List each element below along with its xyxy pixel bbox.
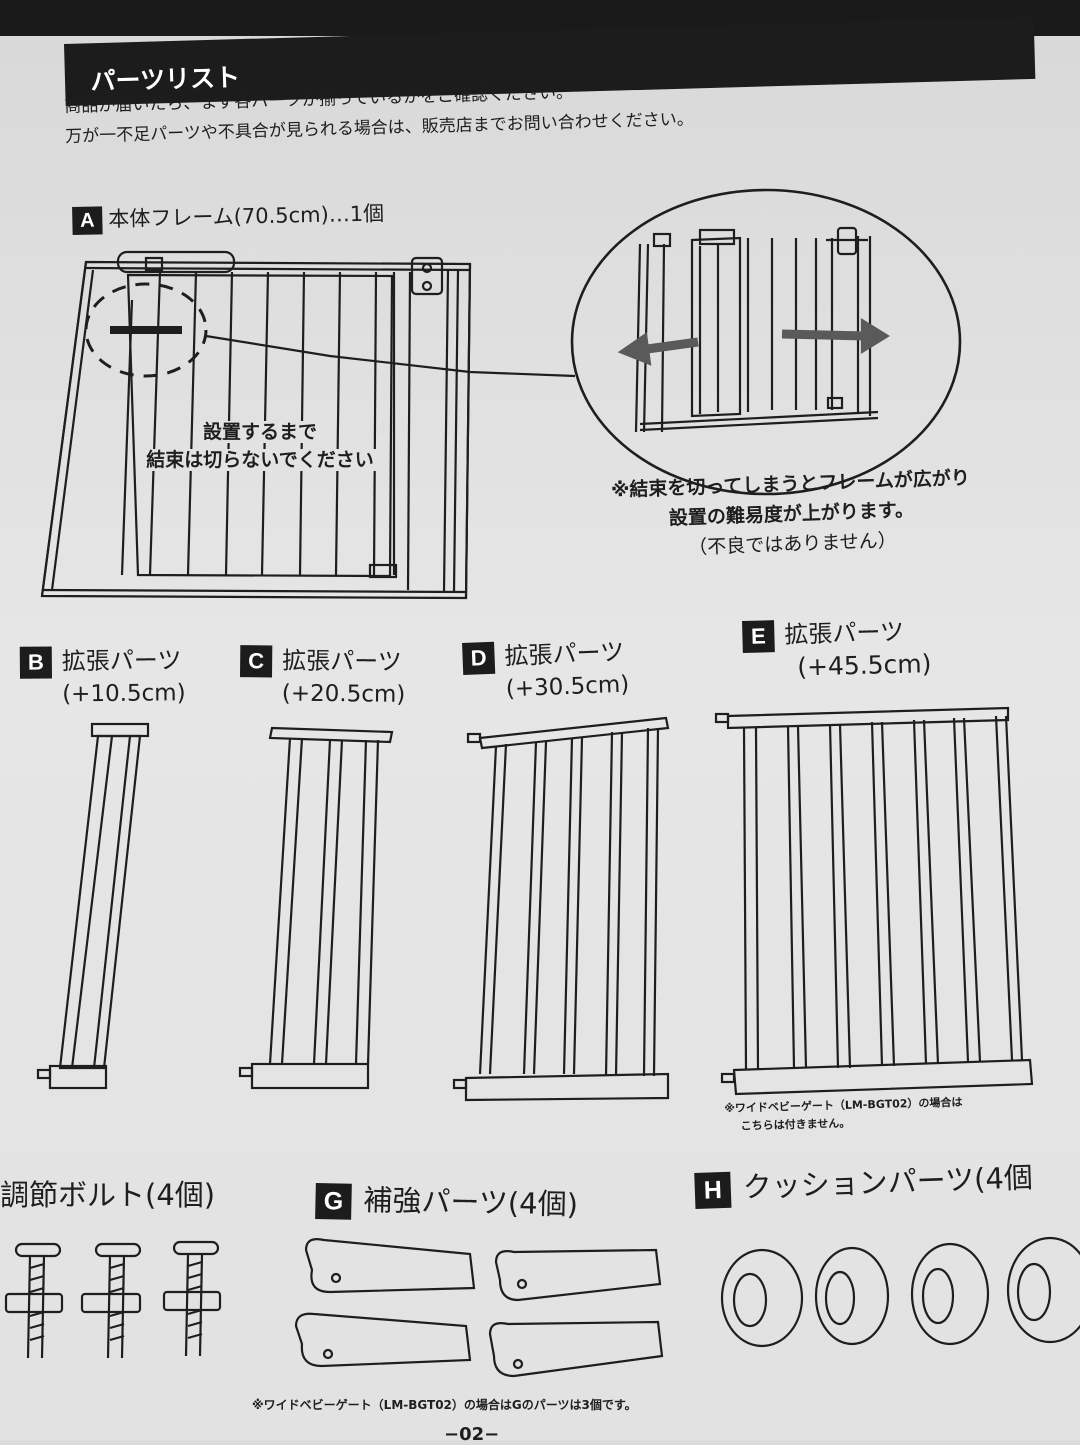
part-g-note: ※ワイドベビーゲート（LM-BGT02）の場合はGのパーツは3個です。	[252, 1398, 637, 1412]
part-h-title: クッションパーツ(4個	[742, 1160, 1034, 1205]
part-e-note: ※ワイドベビーゲート（LM-BGT02）の場合は こちらは付きません。	[724, 1094, 963, 1136]
tie-warning: 設置するまで 結束は切らないでください	[100, 418, 420, 474]
part-c-letter: C	[239, 645, 273, 678]
part-f-bolts	[4, 1240, 222, 1359]
part-b-illustration	[36, 722, 150, 1090]
part-c-size: (+20.5cm)	[281, 680, 406, 708]
part-d-illustration	[452, 716, 670, 1102]
page-number: −02−	[444, 1424, 500, 1445]
frame-note: ※結束を切ってしまうとフレームが広がり 設置の難易度が上がります。 （不良ではあ…	[540, 461, 1043, 568]
zoom-circle	[570, 188, 962, 496]
part-c-title: 拡張パーツ	[282, 646, 402, 676]
part-a-letter: A	[72, 206, 103, 235]
part-g-letter: G	[315, 1182, 352, 1220]
part-d-size: (+30.5cm)	[505, 671, 630, 703]
part-e-illustration	[714, 706, 1034, 1096]
part-b-size: (+10.5cm)	[62, 680, 186, 708]
part-e-title: 拡張パーツ	[784, 617, 905, 649]
part-d-letter: D	[462, 641, 496, 675]
part-g-title: 補強パーツ(4個)	[363, 1183, 579, 1222]
part-e-letter: E	[742, 620, 775, 653]
part-g-reinforcement	[294, 1238, 664, 1378]
part-b-title: 拡張パーツ	[61, 646, 182, 676]
part-h-letter: H	[694, 1171, 732, 1209]
tie-warning-line-2: 結束は切らないでください	[143, 449, 377, 471]
main-frame-illustration	[40, 250, 576, 600]
part-c-label: C 拡張パーツ (+20.5cm)	[239, 644, 406, 711]
part-h-cushions	[720, 1236, 1080, 1348]
part-b-letter: B	[19, 646, 53, 679]
tie-warning-line-1: 設置するまで	[199, 421, 320, 443]
part-f-label: 調節ボルト(4個)	[0, 1178, 216, 1212]
part-e-label: E 拡張パーツ (+45.5cm)	[742, 615, 932, 685]
part-c-illustration	[238, 726, 394, 1090]
part-a-title: 本体フレーム(70.5cm)…1個	[108, 201, 385, 232]
part-d-title: 拡張パーツ	[504, 637, 625, 671]
part-g-label: G 補強パーツ(4個)	[315, 1176, 578, 1224]
part-e-size: (+45.5cm)	[796, 649, 932, 682]
part-b-label: B 拡張パーツ (+10.5cm)	[19, 644, 186, 710]
